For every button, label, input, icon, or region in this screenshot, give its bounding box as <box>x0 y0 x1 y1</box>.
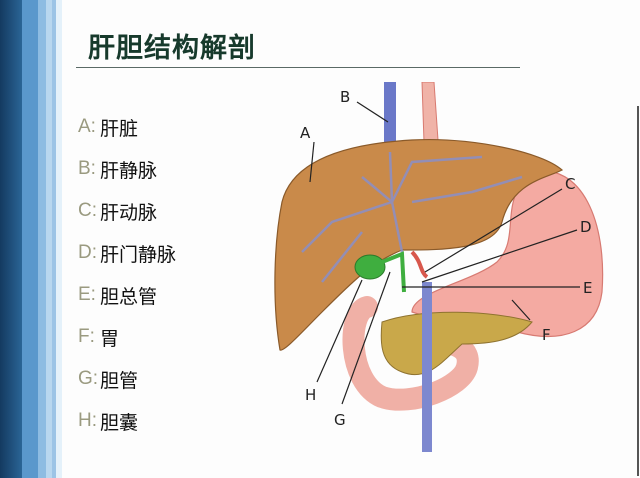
legend-label: 胆囊 <box>100 411 139 434</box>
label-C: C <box>565 175 575 193</box>
legend-label: 胆管 <box>100 369 139 392</box>
hepatic-artery-shape <box>410 250 429 279</box>
right-border-line <box>637 106 639 476</box>
legend-key: E: <box>78 284 96 305</box>
label-H: H <box>305 386 316 404</box>
label-E: E <box>583 279 592 297</box>
legend-item: C:肝动脉 <box>78 190 176 232</box>
legend-item: H:胆囊 <box>78 400 176 442</box>
leader-lines <box>309 101 580 405</box>
slide-title: 肝胆结构解剖 <box>88 33 256 64</box>
legend-label: 胃 <box>100 327 120 350</box>
liver-anatomy-diagram: A B C D E F G H <box>274 82 604 452</box>
legend-key: D: <box>78 242 97 263</box>
legend-item: E:胆总管 <box>78 274 176 316</box>
label-B: B <box>340 88 350 106</box>
legend-key: A: <box>78 116 96 137</box>
legend-label: 肝门静脉 <box>100 243 177 266</box>
legend-key: F: <box>78 326 95 347</box>
hepatic-vein-shape <box>384 82 396 142</box>
label-F: F <box>542 326 551 344</box>
duodenum-shape <box>342 296 479 411</box>
title-divider <box>76 67 520 68</box>
hepatic-vessels <box>301 151 523 283</box>
aorta-shape <box>421 82 439 143</box>
label-A: A <box>300 124 311 142</box>
legend-item: F:胃 <box>78 316 176 358</box>
portal-vein-shape <box>422 282 432 452</box>
bile-duct-shape <box>381 251 406 293</box>
liver-shape <box>274 139 564 351</box>
legend-item: A:肝脏 <box>78 106 176 148</box>
legend-list: A:肝脏 B:肝静脉 C:肝动脉 D:肝门静脉 E:胆总管 F:胃 G:胆管 H… <box>78 106 176 442</box>
legend-item: B:肝静脉 <box>78 148 176 190</box>
legend-item: G:胆管 <box>78 358 176 400</box>
legend-label: 胆总管 <box>100 285 158 308</box>
legend-key: G: <box>78 368 99 389</box>
gallbladder-shape <box>354 254 386 280</box>
legend-label: 肝静脉 <box>100 159 158 182</box>
legend-key: B: <box>78 158 96 179</box>
legend-key: H: <box>78 410 97 431</box>
label-D: D <box>580 218 592 236</box>
label-G: G <box>334 411 346 429</box>
legend-label: 肝脏 <box>100 117 139 140</box>
legend-item: D:肝门静脉 <box>78 232 176 274</box>
pancreas-shape <box>380 311 533 376</box>
legend-key: C: <box>78 200 97 221</box>
decorative-side-stripes <box>0 0 62 478</box>
legend-label: 肝动脉 <box>100 201 158 224</box>
